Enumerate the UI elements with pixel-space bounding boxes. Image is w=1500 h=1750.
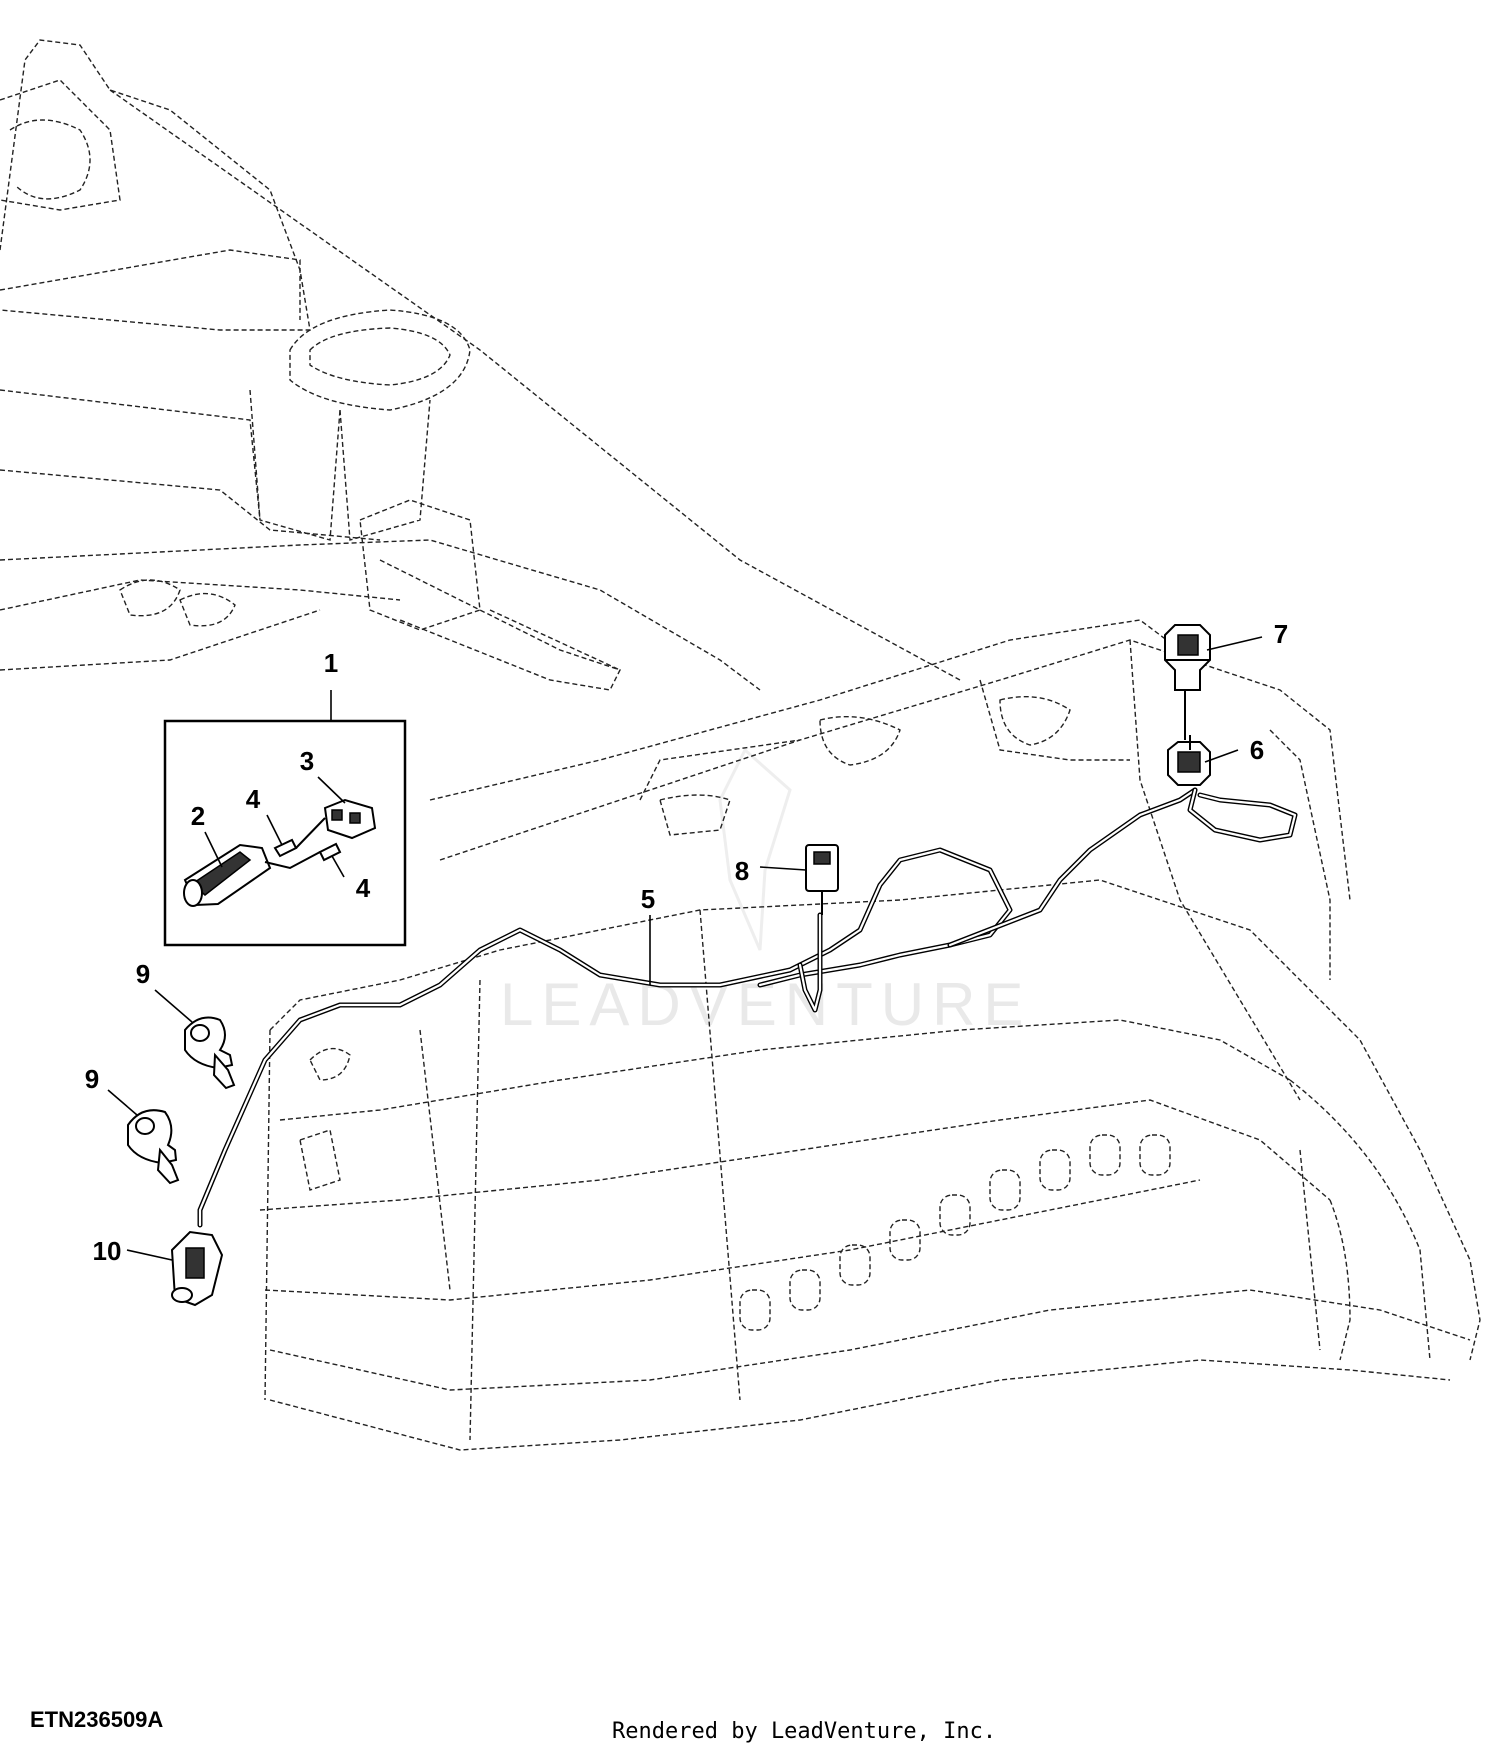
bulb-9-upper xyxy=(184,1016,236,1090)
callout-9-lower: 9 xyxy=(85,1064,99,1094)
callout-4-lower: 4 xyxy=(356,873,371,903)
callout-10: 10 xyxy=(93,1236,122,1266)
figure-id: ETN236509A xyxy=(30,1707,163,1732)
callout-8: 8 xyxy=(735,856,749,886)
callout-3: 3 xyxy=(300,746,314,776)
callout-1: 1 xyxy=(324,648,338,678)
rendered-by-footer: Rendered by LeadVenture, Inc. xyxy=(612,1719,996,1744)
callout-labels: 1 2 3 4 4 5 6 7 8 9 9 10 xyxy=(85,619,1288,1266)
connector-6 xyxy=(1167,735,1211,786)
leader-lines xyxy=(107,636,1263,1261)
tractor-outline xyxy=(0,39,1481,1451)
callout-7: 7 xyxy=(1274,619,1288,649)
callout-2: 2 xyxy=(191,801,205,831)
connector-10 xyxy=(170,1230,224,1307)
terminal-4-lower xyxy=(318,842,342,862)
connector-7 xyxy=(1164,624,1211,691)
detail-box xyxy=(163,719,407,947)
connector-3 xyxy=(323,798,377,840)
callout-4-upper: 4 xyxy=(246,784,261,814)
connector-8 xyxy=(805,844,839,915)
callout-5: 5 xyxy=(641,884,655,914)
callout-6: 6 xyxy=(1250,735,1264,765)
wiring-harness xyxy=(197,690,1298,1228)
connector-2 xyxy=(183,843,272,907)
callout-9-upper: 9 xyxy=(136,959,150,989)
fender-vent-slots xyxy=(739,1134,1171,1331)
bulb-9-lower xyxy=(127,1109,180,1185)
watermark-logo xyxy=(718,747,792,951)
